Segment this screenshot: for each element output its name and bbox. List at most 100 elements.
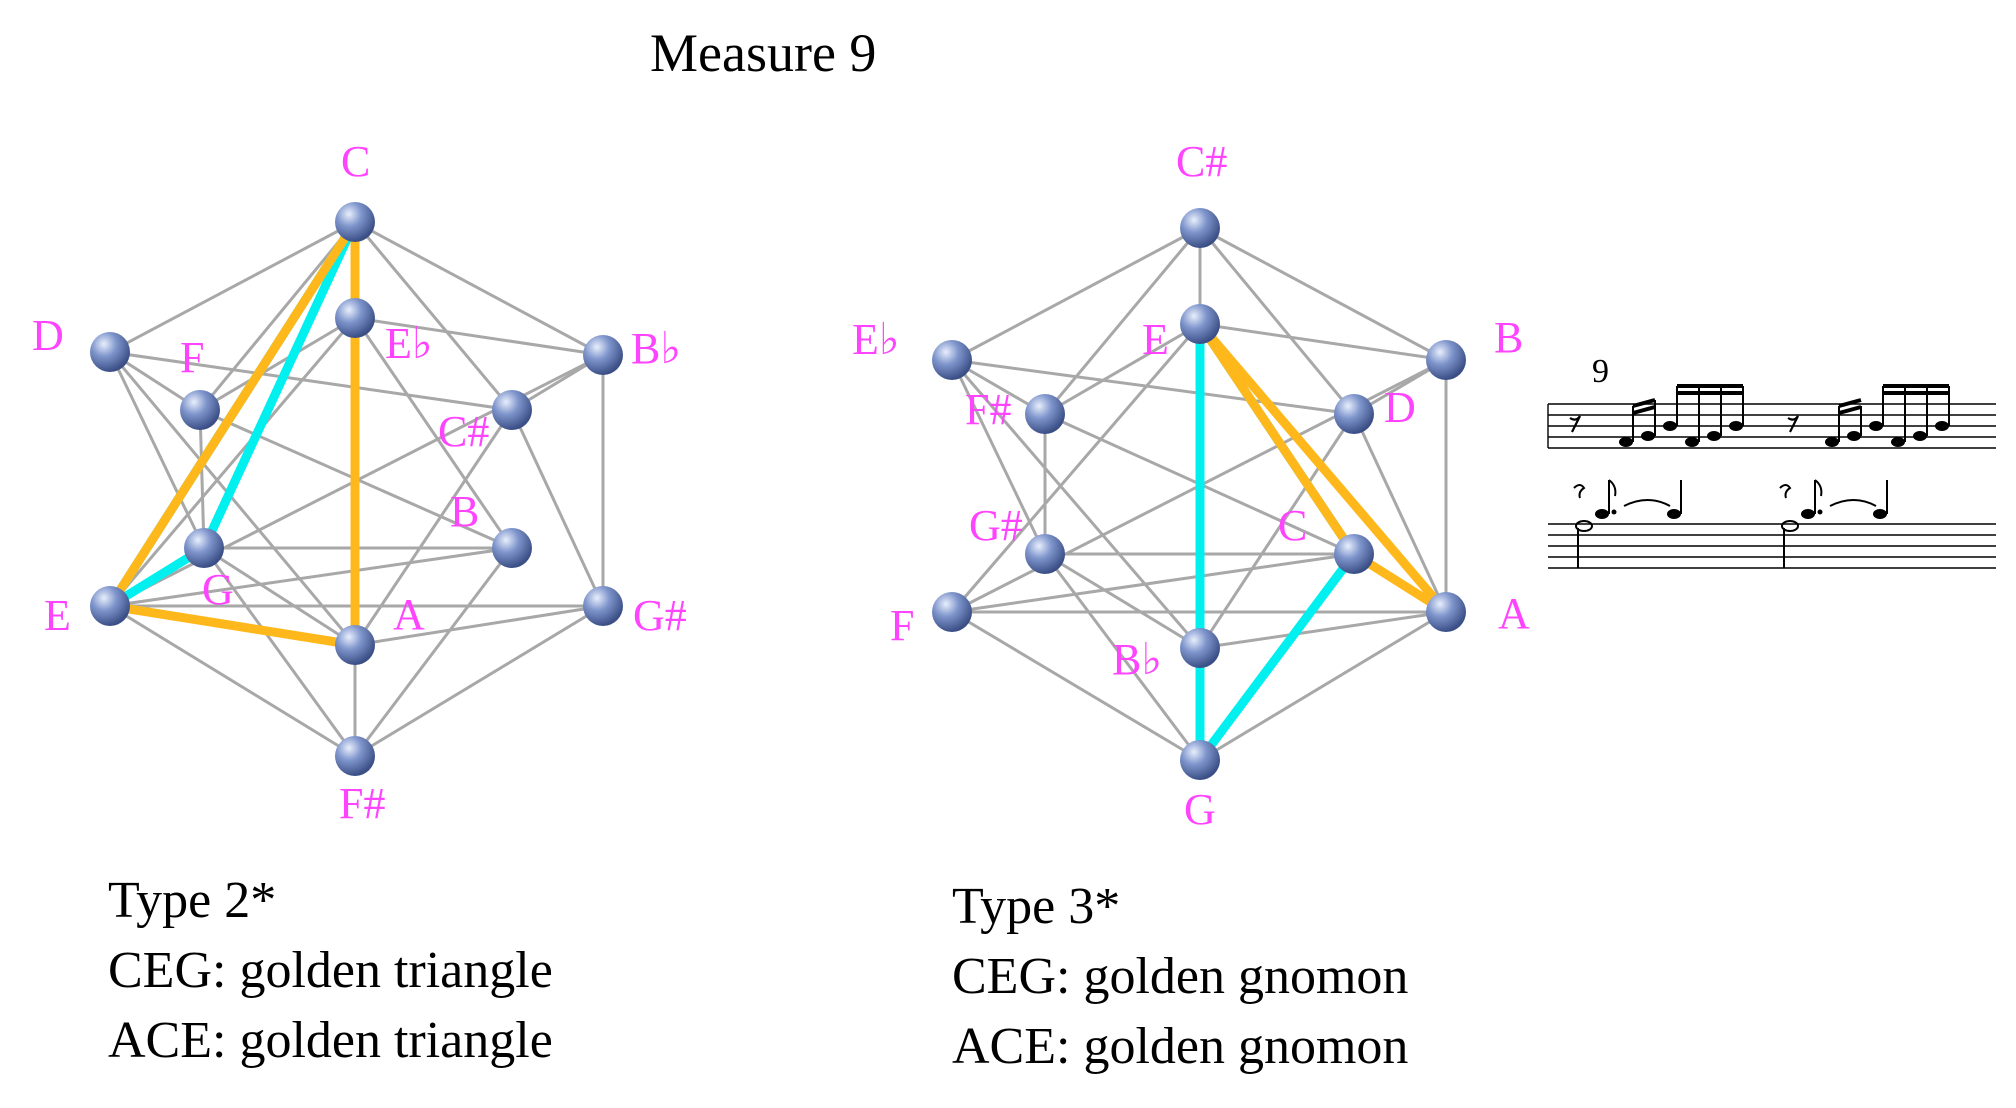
vertex-label: B♭ [631,324,681,373]
vertex-node [335,298,375,338]
edge [1198,413,1356,649]
figure-title: Measure 9 [650,23,877,83]
edge [1352,413,1448,613]
vertex-node [1025,394,1065,434]
edge [951,226,1201,362]
edge [1199,610,1447,762]
vertex-node [184,528,224,568]
edge [198,221,357,411]
edge [950,359,1202,649]
vertex-node [492,528,532,568]
edge [951,552,1355,614]
vertex-node [90,586,130,626]
caption-line: ACE: golden gnomon [952,1018,1409,1075]
vertex-label: C# [1176,137,1227,186]
vertex-label: F [890,601,914,650]
vertex-node [1025,534,1065,574]
edge [354,604,604,647]
icosahedron-type-3: C# E♭ F# E B D G# C F A B♭ G [852,137,1530,834]
edge [354,316,604,357]
vertex-label: C [1278,501,1307,550]
triangle-ace [1195,319,1451,617]
edge [108,351,357,646]
vertex-node [1180,740,1220,780]
edge [1044,322,1201,416]
vertex-node [335,625,375,665]
vertex-node [1426,592,1466,632]
vertex-node [180,390,220,430]
upper-staff [1547,403,1996,449]
caption-type-3: Type 3* CEG: golden gnomon ACE: golden g… [952,872,1408,1082]
score-excerpt: 9 [1547,353,1996,569]
edge [203,546,356,647]
edge [109,546,513,608]
edge [1199,610,1447,650]
vertex-node [583,335,623,375]
vertex-node [1180,304,1220,344]
triangle-ace [105,217,360,650]
vertex-label: D [1384,383,1416,432]
vertex-label: B [1494,313,1523,362]
vertex-node [932,340,972,380]
caption-line: CEG: golden gnomon [952,948,1409,1005]
edge [202,547,357,757]
vertex-node [1426,340,1466,380]
vertex-label: E♭ [852,315,900,364]
vertex-label: F# [339,779,385,828]
vertex-node [1334,534,1374,574]
edge [109,350,513,412]
vertex-node [1180,208,1220,248]
vertex-label: F# [965,385,1011,434]
vertex-node [932,592,972,632]
vertex-label: G [1184,785,1216,834]
edge [1199,322,1447,362]
edge [1044,552,1201,650]
edge [1198,227,1356,415]
lower-staff [1548,523,1996,569]
vertex-label: C [341,137,370,186]
vertex-node [492,390,532,430]
caption-line: CEG: golden triangle [108,942,553,999]
edge [199,316,356,412]
vertex-label: B♭ [1112,635,1162,684]
vertex-node [583,586,623,626]
vertex-label: E [1142,315,1169,364]
vertex-node [335,202,375,242]
edge [950,323,1202,613]
edge [109,604,356,758]
edge [109,220,356,354]
edge [951,358,1355,416]
caption-line: ACE: golden triangle [108,1012,553,1069]
vertex-label: F [180,333,204,382]
edge [951,610,1201,762]
vertex-label: G# [633,591,687,640]
edge [1043,227,1202,415]
vertex-label: G [202,565,234,614]
edge [353,317,514,549]
edge [1043,553,1202,761]
edge [1199,226,1447,362]
lower-voice [1573,479,1888,568]
vertex-label: G# [969,501,1023,550]
vertex-label: E♭ [385,319,433,368]
edge [354,220,604,357]
edge [353,221,514,411]
vertex-node [1334,394,1374,434]
caption-line: Type 2* [108,872,277,929]
edge [198,409,206,549]
measure-number: 9 [1592,353,1609,390]
vertex-node [90,332,130,372]
vertex-label: A [393,590,425,639]
caption-line: Type 3* [952,878,1121,935]
edge [354,604,604,758]
vertex-label: D [32,311,64,360]
vertex-node [1180,628,1220,668]
vertex-node [335,736,375,776]
edge [510,409,605,607]
vertex-label: A [1498,589,1530,638]
caption-type-2: Type 2* CEG: golden triangle ACE: golden… [108,866,553,1076]
vertex-label: B [450,487,479,536]
